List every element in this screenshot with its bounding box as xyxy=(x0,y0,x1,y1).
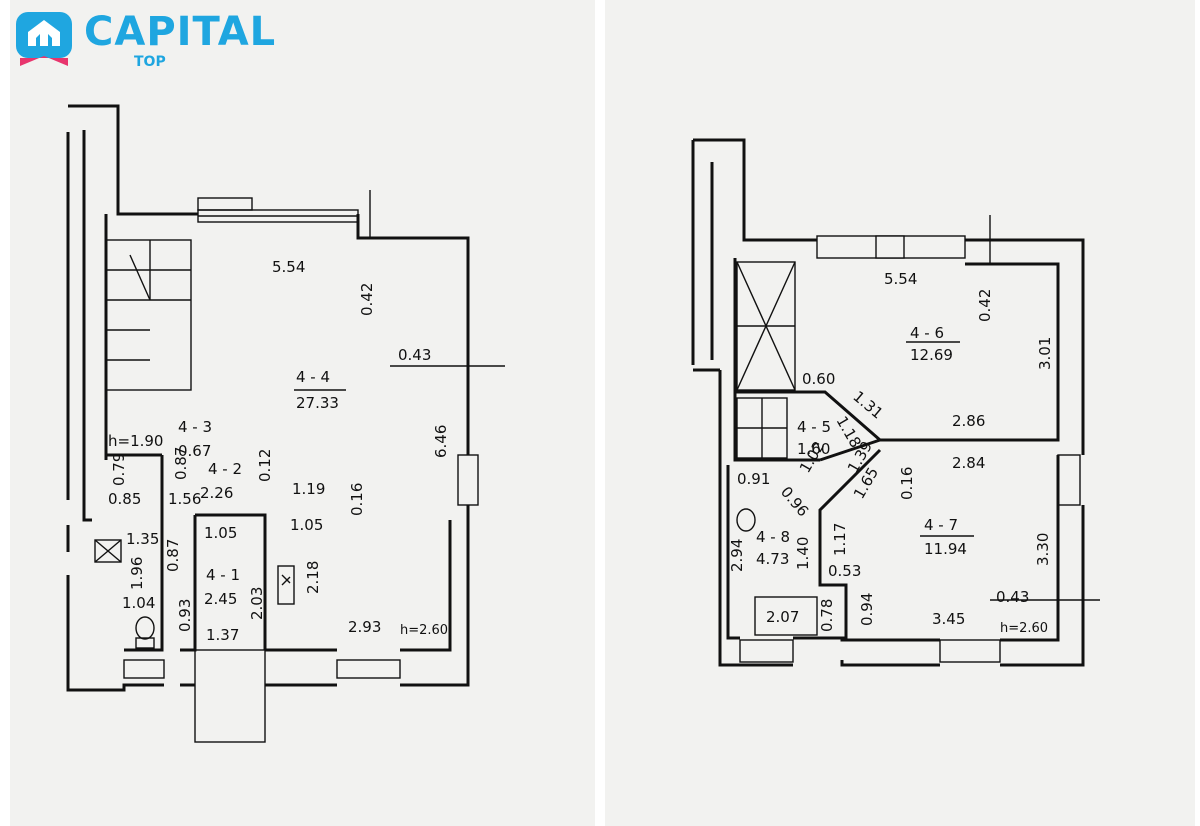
partition-wall xyxy=(733,392,1060,642)
dimension: 0.42 xyxy=(976,289,994,322)
dimension: 2.07 xyxy=(766,608,799,626)
dimension: 0.79 xyxy=(110,453,128,486)
dimension: 1.96 xyxy=(128,557,146,590)
dimension: 0.78 xyxy=(818,599,836,632)
dimension: 2.93 xyxy=(348,618,381,636)
dimension: 1.17 xyxy=(831,523,849,556)
room-label: 4 - 2 xyxy=(208,460,242,478)
room-label: 4 - 8 xyxy=(756,528,790,546)
dimension: 6.46 xyxy=(432,425,450,458)
ceiling-height: h=2.60 xyxy=(1000,621,1048,636)
room-area: 2.45 xyxy=(204,590,237,608)
room-area: 11.94 xyxy=(924,540,967,558)
dimension: 0.42 xyxy=(358,283,376,316)
boiler-icon xyxy=(94,539,122,563)
sink-icon xyxy=(277,565,295,605)
brand-subtitle: TOP xyxy=(134,54,166,70)
dimension: 2.86 xyxy=(952,412,985,430)
dimension: 0.60 xyxy=(802,370,835,388)
room-area: 12.69 xyxy=(910,346,953,364)
house-logo-icon xyxy=(16,12,72,66)
room-label: 4 - 6 xyxy=(910,324,944,342)
window-bottom xyxy=(739,639,794,663)
dimension: 5.54 xyxy=(272,258,305,276)
dimension: 0.43 xyxy=(398,346,431,364)
dimension: 2.84 xyxy=(952,454,985,472)
dimension: 1.35 xyxy=(126,530,159,548)
room-area: 4.73 xyxy=(756,550,789,568)
dimension: 1.56 xyxy=(168,490,201,508)
dim-arrow xyxy=(369,190,505,367)
dimension: 1.19 xyxy=(292,480,325,498)
dimension: 0.87 xyxy=(172,447,190,480)
brand-name: CAPITAL xyxy=(84,9,277,55)
dimension: 3.45 xyxy=(932,610,965,628)
dimension: 2.94 xyxy=(728,539,746,572)
dimension: 0.91 xyxy=(737,470,770,488)
ceiling-height: h=2.60 xyxy=(400,623,448,638)
room-area: 0.67 xyxy=(178,442,211,460)
window-mullion xyxy=(875,235,905,259)
window-right xyxy=(1057,454,1081,506)
outer-wall xyxy=(66,104,470,692)
dimension: 0.53 xyxy=(828,562,861,580)
dimension: 1.04 xyxy=(122,594,155,612)
dimension: 3.01 xyxy=(1036,337,1054,370)
dimension: 0.16 xyxy=(348,483,366,516)
dimension: 0.93 xyxy=(176,599,194,632)
brand-logo: CAPITAL TOP xyxy=(14,10,276,70)
dimension: 0.43 xyxy=(996,588,1029,606)
dimension: 1.37 xyxy=(206,626,239,644)
room-area: 1.60 xyxy=(797,440,830,458)
outer-wall xyxy=(691,138,1085,667)
dimension: 0.16 xyxy=(898,467,916,500)
toilet-icon xyxy=(736,508,756,532)
sheet-separator xyxy=(595,0,605,826)
staircase-icon xyxy=(736,261,796,459)
room-label: 4 - 5 xyxy=(797,418,831,436)
dimension: 1.40 xyxy=(794,537,812,570)
dim-arrow xyxy=(989,215,1100,601)
dimension: 5.54 xyxy=(884,270,917,288)
dimension: 1.05 xyxy=(204,524,237,542)
dimension: 0.85 xyxy=(108,490,141,508)
floor-plan-right-sheet xyxy=(605,0,1195,826)
entrance-steps xyxy=(194,649,266,743)
dimension: 0.96 xyxy=(777,483,812,520)
room-area: 27.33 xyxy=(296,394,339,412)
staircase-icon xyxy=(105,239,192,391)
partition-wall-2 xyxy=(726,448,882,640)
dimension: 2.18 xyxy=(304,561,322,594)
window-bottom-small xyxy=(123,659,165,679)
dimension: 1.05 xyxy=(290,516,323,534)
toilet-icon xyxy=(135,616,155,649)
dimension: 2.03 xyxy=(248,587,266,620)
window-bottom xyxy=(336,659,401,679)
dimension: 0.12 xyxy=(256,449,274,482)
bathtub-icon xyxy=(754,596,818,636)
window-right xyxy=(457,454,479,506)
window-sill xyxy=(197,197,253,211)
room-area: 2.26 xyxy=(200,484,233,502)
window-bottom-2 xyxy=(939,639,1001,663)
dimension: h=1.90 xyxy=(108,432,163,450)
room-label: 4 - 4 xyxy=(296,368,330,386)
dimension: 3.30 xyxy=(1034,533,1052,566)
room-label: 4 - 3 xyxy=(178,418,212,436)
partition-wall xyxy=(106,453,452,652)
room-label: 4 - 1 xyxy=(206,566,240,584)
dimension: 0.94 xyxy=(858,593,876,626)
dimension: 0.87 xyxy=(164,539,182,572)
room-label: 4 - 7 xyxy=(924,516,958,534)
